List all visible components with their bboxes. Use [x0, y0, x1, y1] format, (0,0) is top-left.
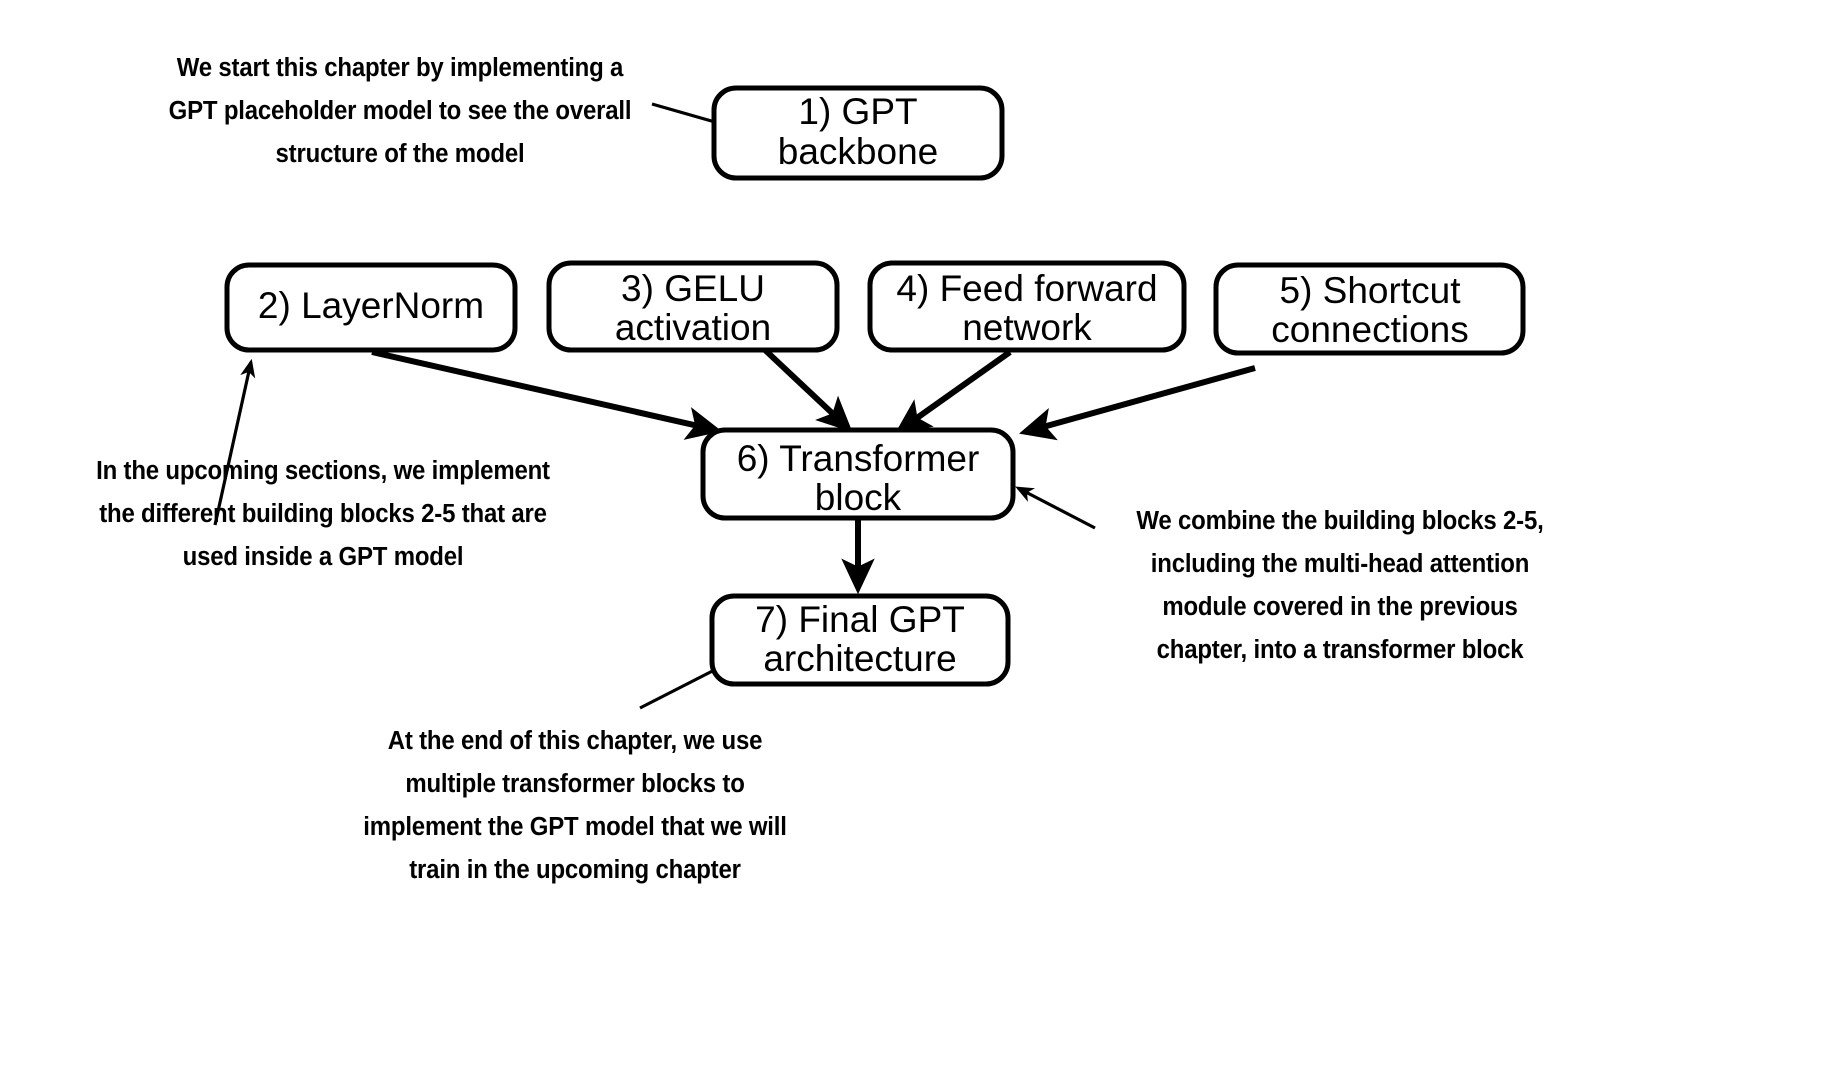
annotation-bottom-line-1: At the end of this chapter, we use: [387, 727, 763, 755]
node-gelu-activation-shape: [546, 260, 840, 353]
node-final-gpt-shape: [709, 593, 1011, 687]
node-final-gpt[interactable]: 7) Final GPT architecture: [709, 593, 1011, 687]
node-final-gpt-line2: architecture: [763, 638, 956, 679]
annotation-right-line-1: We combine the building blocks 2-5,: [1136, 507, 1544, 535]
node-feed-forward-line1: 4) Feed forward: [896, 268, 1157, 309]
annotation-top-left-line-3: structure of the model: [275, 140, 525, 168]
node-feed-forward-line2: network: [962, 307, 1092, 348]
annotation-right-line-3: module covered in the previous: [1162, 593, 1518, 621]
node-layernorm-line1: 2) LayerNorm: [258, 285, 484, 326]
annotation-right-line-2: including the multi-head attention: [1150, 550, 1530, 578]
node-gpt-backbone[interactable]: 1) GPT backbone: [711, 85, 1005, 181]
node-layernorm[interactable]: 2) LayerNorm: [224, 262, 518, 353]
node-final-gpt-line1: 7) Final GPT: [755, 599, 965, 640]
node-gelu-activation[interactable]: 3) GELU activation: [546, 260, 840, 353]
node-shortcut-connections-shape: [1213, 262, 1526, 356]
node-gelu-activation-line1: 3) GELU: [621, 268, 765, 309]
annotation-right: We combine the building blocks 2-5, incl…: [1105, 500, 1575, 672]
arrow-blocks-note-to-layernorm: [213, 358, 256, 526]
annotation-bottom-line-3: implement the GPT model that we will: [363, 813, 787, 841]
arrow-shortcut-to-transformer: [1019, 365, 1256, 441]
arrow-layernorm-to-transformer: [371, 349, 723, 440]
annotation-top-left: We start this chapter by implementing a …: [137, 47, 663, 176]
annotation-top-left-line-2: GPT placeholder model to see the overall: [168, 97, 632, 125]
node-shortcut-connections[interactable]: 5) Shortcut connections: [1213, 262, 1526, 356]
arrow-combine-note-to-transformer: [1015, 486, 1096, 530]
node-transformer-block-line2: block: [815, 477, 902, 518]
node-gpt-backbone-line1: 1) GPT: [798, 91, 917, 132]
node-feed-forward[interactable]: 4) Feed forward network: [867, 260, 1187, 353]
node-transformer-block-shape: [700, 427, 1016, 521]
annotation-left-line-2: the different building blocks 2-5 that a…: [99, 500, 547, 528]
node-shortcut-connections-line1: 5) Shortcut: [1280, 270, 1462, 311]
annotation-right-line-4: chapter, into a transformer block: [1156, 636, 1524, 664]
annotation-left-line-3: used inside a GPT model: [182, 543, 464, 571]
node-gelu-activation-line2: activation: [615, 307, 771, 348]
annotation-left: In the upcoming sections, we implement t…: [65, 450, 582, 579]
node-shortcut-connections-line2: connections: [1271, 309, 1468, 350]
arrow-feedforward-to-transformer: [894, 349, 1012, 434]
annotation-top-left-line-1: We start this chapter by implementing a: [176, 54, 624, 82]
annotation-bottom-line-2: multiple transformer blocks to: [405, 770, 745, 798]
node-layernorm-shape: [224, 262, 518, 353]
node-transformer-block-line1: 6) Transformer: [737, 438, 980, 479]
arrow-gelu-to-transformer: [762, 347, 853, 433]
node-feed-forward-shape: [867, 260, 1187, 353]
node-transformer-block[interactable]: 6) Transformer block: [700, 427, 1016, 521]
node-gpt-backbone-shape: [711, 85, 1005, 181]
annotation-bottom-line-4: train in the upcoming chapter: [409, 856, 741, 884]
node-gpt-backbone-line2: backbone: [778, 131, 938, 172]
annotation-left-line-1: In the upcoming sections, we implement: [96, 457, 550, 485]
annotation-bottom: At the end of this chapter, we use multi…: [335, 720, 814, 892]
